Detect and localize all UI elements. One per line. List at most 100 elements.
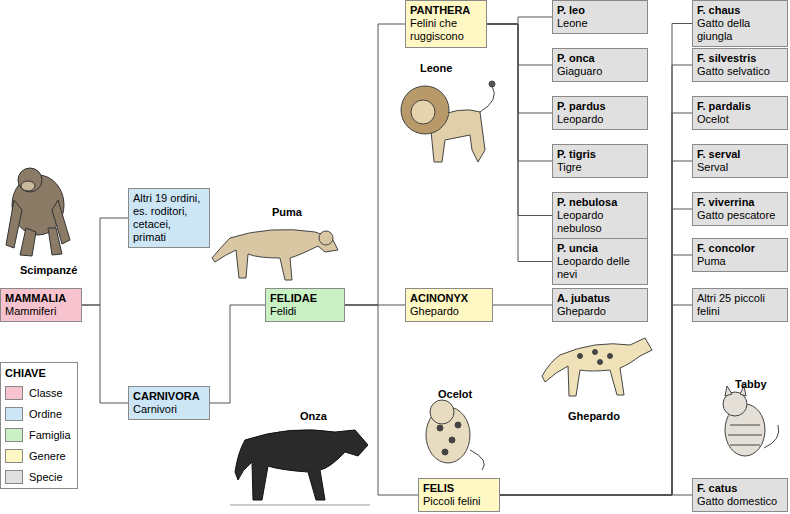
node-text: Puma	[697, 255, 783, 268]
node-text: Piccoli felini	[423, 495, 495, 508]
node-heading: F. catus	[697, 482, 783, 495]
legend-swatch	[5, 386, 23, 400]
animal-label: Onza	[300, 410, 327, 422]
node-text: Leopardo	[557, 113, 643, 126]
cheetah-figure	[542, 338, 652, 396]
legend-row: Specie	[5, 470, 73, 484]
node-heading: F. serval	[697, 148, 783, 161]
node-heading: P. tigris	[557, 148, 643, 161]
node-heading: F. viverrina	[697, 196, 783, 209]
node-text: Ghepardo	[410, 305, 488, 318]
legend-row: Ordine	[5, 407, 73, 421]
node-heading: FELIS	[423, 482, 495, 495]
node-text: Mammiferi	[5, 305, 77, 318]
lion-figure	[401, 81, 495, 162]
node-text: Felini che ruggiscono	[410, 17, 482, 43]
tree-connector	[487, 24, 552, 65]
tree-connector	[345, 305, 418, 495]
node-text: Serval	[697, 161, 783, 174]
species-box: F. silvestrisGatto selvatico	[692, 48, 788, 82]
animal-label: Ghepardo	[568, 410, 620, 422]
node-text: Leopardo nebuloso	[557, 209, 643, 235]
onza-figure	[230, 430, 370, 505]
tree-connector	[82, 305, 128, 403]
species-box: P. unciaLeopardo delle nevi	[552, 238, 648, 285]
legend-swatch	[5, 428, 23, 442]
ocelot-figure	[426, 400, 484, 470]
tree-connector	[500, 24, 692, 496]
legend-row: Genere	[5, 449, 73, 463]
node-text: Gatto domestico	[697, 495, 783, 508]
node-heading: A. jubatus	[557, 292, 643, 305]
node-heading: P. uncia	[557, 242, 643, 255]
tree-connector	[500, 65, 692, 495]
node-heading: P. leo	[557, 4, 643, 17]
genus-box: PANTHERAFelini che ruggiscono	[405, 0, 487, 48]
node-text: Giaguaro	[557, 65, 643, 78]
node-heading: P. pardus	[557, 100, 643, 113]
species-box: F. concolorPuma	[692, 238, 788, 272]
node-heading: P. nebulosa	[557, 196, 643, 209]
node-heading: F. concolor	[697, 242, 783, 255]
node-text: Felidi	[270, 305, 340, 318]
node-heading: F. silvestris	[697, 52, 783, 65]
tree-connector	[500, 209, 692, 495]
tree-connector	[500, 113, 692, 495]
node-heading: MAMMALIA	[5, 292, 77, 305]
order-box: CARNIVORACarnivori	[128, 386, 210, 420]
legend-swatch	[5, 407, 23, 421]
node-heading: PANTHERA	[410, 4, 482, 17]
tree-connector	[487, 24, 552, 113]
class-box: MAMMALIAMammiferi	[0, 288, 82, 322]
species-box: A. jubatusGhepardo	[552, 288, 648, 322]
tree-connector	[493, 305, 552, 306]
order-box: Altri 19 ordini, es. roditori, cetacei, …	[128, 188, 210, 248]
node-text: Gatto della giungla	[697, 17, 783, 43]
tabby-figure	[723, 386, 779, 456]
node-text: Tigre	[557, 161, 643, 174]
legend-row: Famiglia	[5, 428, 73, 442]
legend-swatch	[5, 470, 23, 484]
species-box: F. chausGatto della giungla	[692, 0, 788, 47]
tree-connector	[82, 218, 128, 305]
legend-text: Genere	[29, 450, 66, 462]
tree-connector	[345, 24, 405, 305]
species-box: P. pardusLeopardo	[552, 96, 648, 130]
node-text: Carnivori	[133, 403, 205, 416]
genus-box: FELISPiccoli felini	[418, 478, 500, 512]
tree-connector	[487, 24, 552, 262]
species-box: Altri 25 piccoli felini	[692, 288, 788, 322]
species-box: F. pardalisOcelot	[692, 96, 788, 130]
node-text: Leopardo delle nevi	[557, 255, 643, 281]
animal-label: Leone	[420, 62, 452, 74]
legend-box: CHIAVEClasseOrdineFamigliaGenereSpecie	[0, 362, 78, 489]
node-text: Altri 19 ordini, es. roditori, cetacei, …	[133, 192, 205, 244]
tree-connector	[210, 305, 265, 403]
node-heading: FELIDAE	[270, 292, 340, 305]
tree-connector	[500, 161, 692, 495]
legend-text: Ordine	[29, 408, 62, 420]
node-text: Ghepardo	[557, 305, 643, 318]
species-box: P. oncaGiaguaro	[552, 48, 648, 82]
species-box: F. viverrinaGatto pescatore	[692, 192, 788, 226]
species-box: P. leoLeone	[552, 0, 648, 34]
node-heading: F. pardalis	[697, 100, 783, 113]
node-text: Gatto pescatore	[697, 209, 783, 222]
species-box: P. tigrisTigre	[552, 144, 648, 178]
legend-text: Classe	[29, 387, 63, 399]
genus-box: ACINONYXGhepardo	[405, 288, 493, 322]
family-box: FELIDAEFelidi	[265, 288, 345, 322]
animal-label: Puma	[272, 206, 302, 218]
tree-connector	[487, 17, 552, 24]
tree-connector	[500, 495, 692, 496]
species-box: F. servalServal	[692, 144, 788, 178]
legend-text: Specie	[29, 471, 63, 483]
tree-connector	[487, 24, 552, 216]
chimp-figure	[6, 168, 70, 256]
animal-label: Ocelot	[438, 388, 472, 400]
animal-label: Scimpanzé	[20, 264, 77, 276]
node-text: Gatto selvatico	[697, 65, 783, 78]
node-text: Leone	[557, 17, 643, 30]
